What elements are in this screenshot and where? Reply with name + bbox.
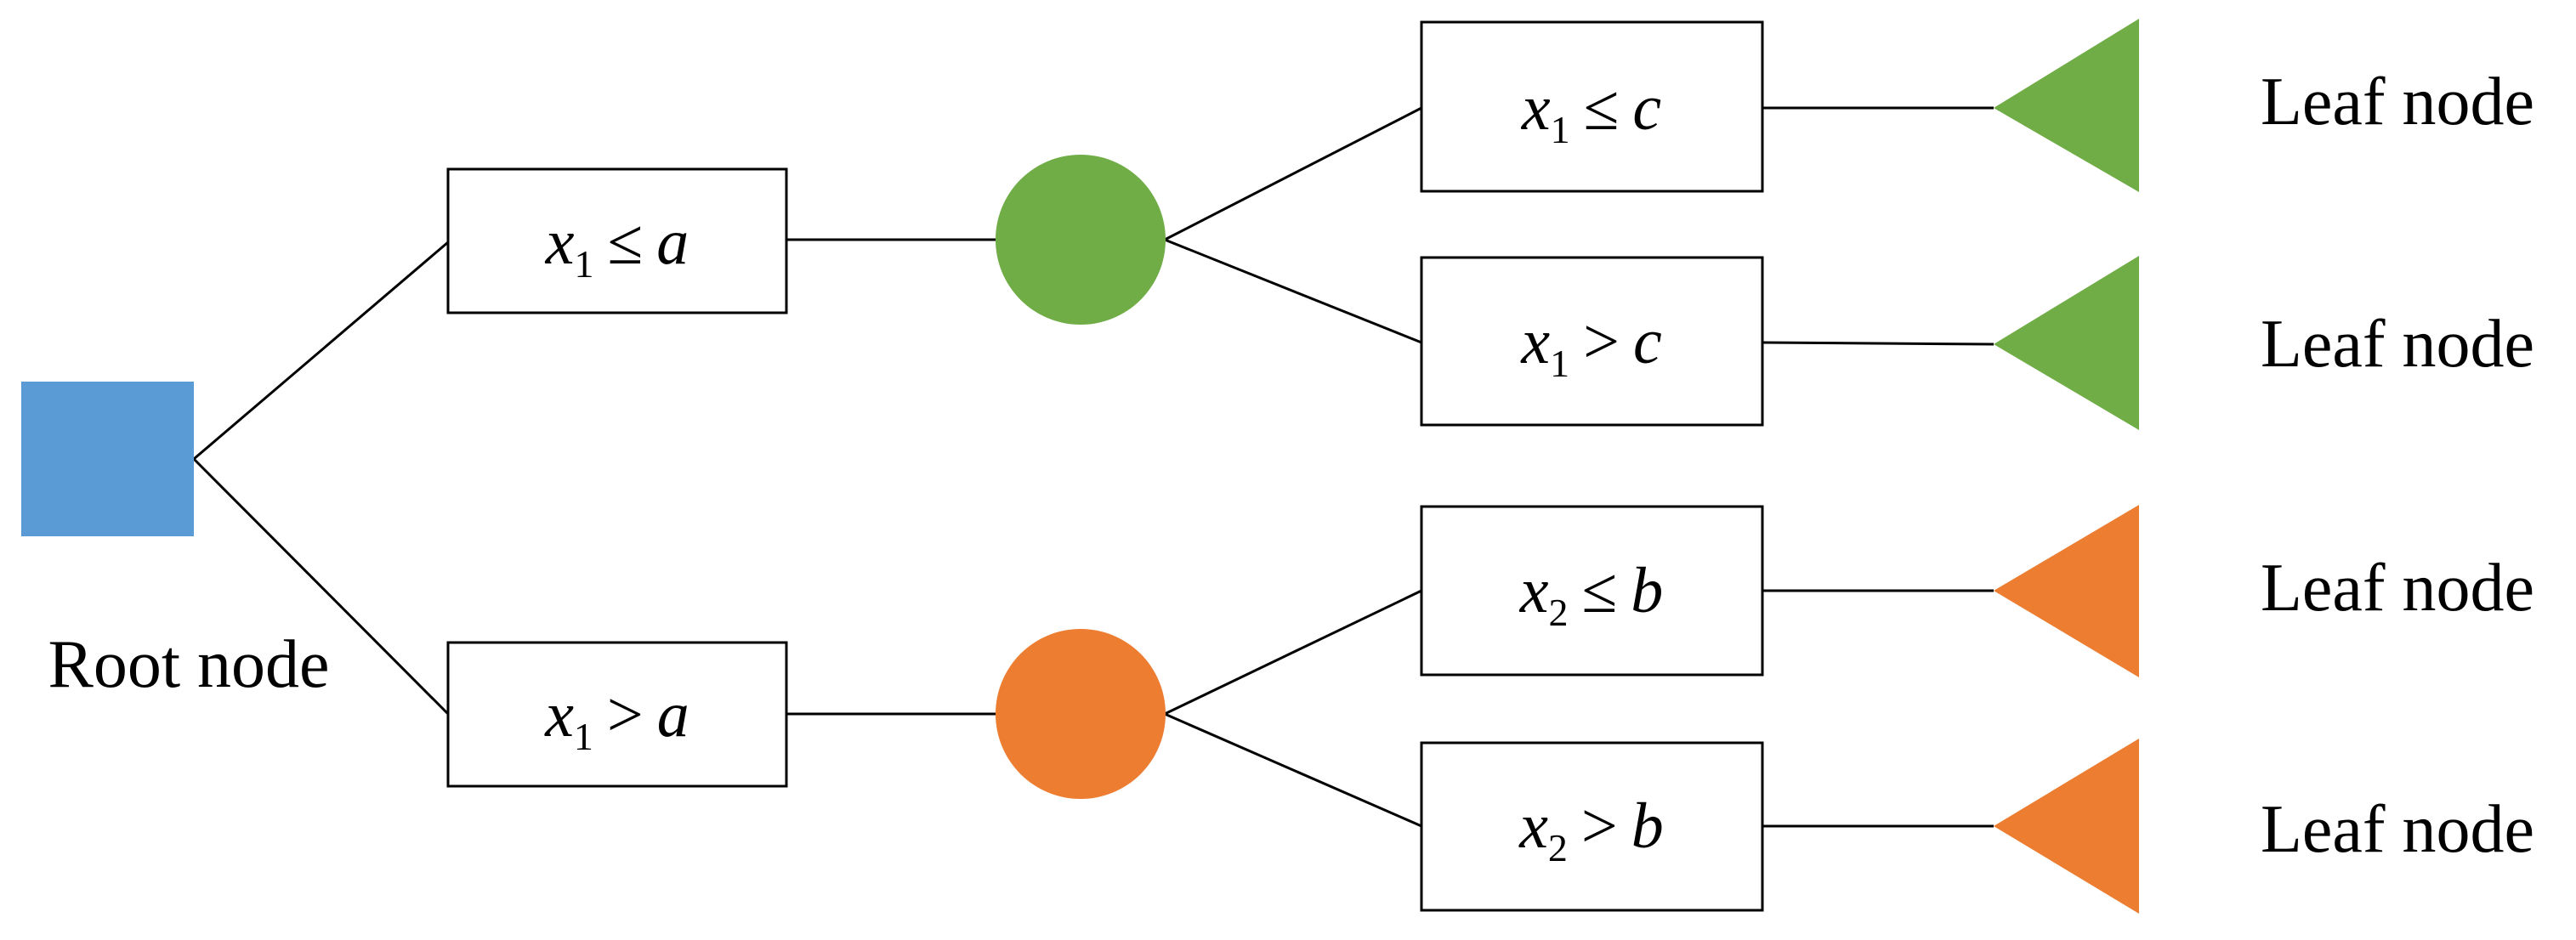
condition-subscript: 1	[1550, 342, 1569, 385]
edge-root-to-branch-1	[193, 241, 449, 461]
svg-text:x1≤c: x1 ≤c	[1521, 72, 1661, 151]
condition-operator: ≤	[1582, 555, 1618, 626]
edge-green-to-child-2	[1164, 238, 1422, 344]
edge-root-to-branch-2	[192, 457, 450, 716]
condition-var: x	[544, 679, 574, 750]
leaf-node-label-1: Leaf node	[2261, 65, 2534, 139]
edges	[192, 106, 1994, 828]
leaf-node-triangle-4	[1994, 739, 2139, 914]
condition-value: c	[1632, 72, 1661, 144]
condition-box-branch-1: x1 ≤a	[446, 167, 788, 314]
internal-node-orange-circle	[996, 629, 1166, 799]
root-node-square	[21, 382, 194, 536]
condition-box-child-4: x2 >b	[1420, 741, 1764, 912]
condition-var: x	[1518, 790, 1548, 862]
condition-subscript: 1	[575, 242, 594, 286]
condition-var: x	[545, 207, 575, 278]
edge-orange-to-child-4	[1164, 712, 1422, 828]
condition-var: x	[1519, 555, 1549, 626]
condition-subscript: 2	[1549, 591, 1569, 634]
condition-subscript: 2	[1548, 826, 1568, 869]
leaf-node-triangle-2	[1994, 256, 2139, 430]
leaf-node-triangle-3	[1994, 505, 2139, 677]
leaf-node-triangle-1	[1994, 19, 2139, 192]
leaf-node-label-4: Leaf node	[2261, 792, 2534, 867]
leaf-node-label-3: Leaf node	[2261, 551, 2534, 626]
condition-operator: ≤	[1584, 72, 1620, 144]
svg-text:x2>b: x2 >b	[1518, 790, 1664, 869]
condition-box-child-1: x1 ≤c	[1420, 20, 1764, 193]
edge-child-2-to-leaf-2	[1762, 341, 1994, 346]
condition-value: b	[1631, 790, 1664, 862]
condition-value: b	[1631, 555, 1663, 626]
edge-green-to-child-1	[1164, 106, 1422, 241]
svg-text:x1>c: x1 >c	[1520, 306, 1661, 385]
condition-box-child-3: x2 ≤b	[1420, 505, 1764, 677]
condition-value: a	[656, 207, 689, 278]
root-node-label: Root node	[48, 627, 329, 702]
svg-text:x1≤a: x1 ≤a	[545, 207, 689, 286]
internal-node-green-circle	[996, 155, 1166, 325]
leaf-node-label-2: Leaf node	[2261, 307, 2534, 382]
condition-subscript: 1	[574, 715, 593, 758]
condition-subscript: 1	[1551, 108, 1570, 151]
condition-operator: ≤	[608, 207, 644, 278]
condition-operator: >	[607, 679, 644, 750]
condition-box-branch-2: x1 >a	[446, 641, 788, 788]
svg-text:x2≤b: x2 ≤b	[1519, 555, 1663, 634]
condition-box-child-2: x1 >c	[1420, 256, 1764, 427]
condition-value: c	[1633, 306, 1662, 377]
condition-operator: >	[1581, 790, 1618, 862]
edge-orange-to-child-3	[1164, 589, 1422, 716]
condition-operator: >	[1583, 306, 1620, 377]
svg-text:x1>a: x1 >a	[544, 679, 689, 758]
condition-var: x	[1520, 306, 1550, 377]
condition-var: x	[1521, 72, 1551, 144]
condition-value: a	[657, 679, 689, 750]
